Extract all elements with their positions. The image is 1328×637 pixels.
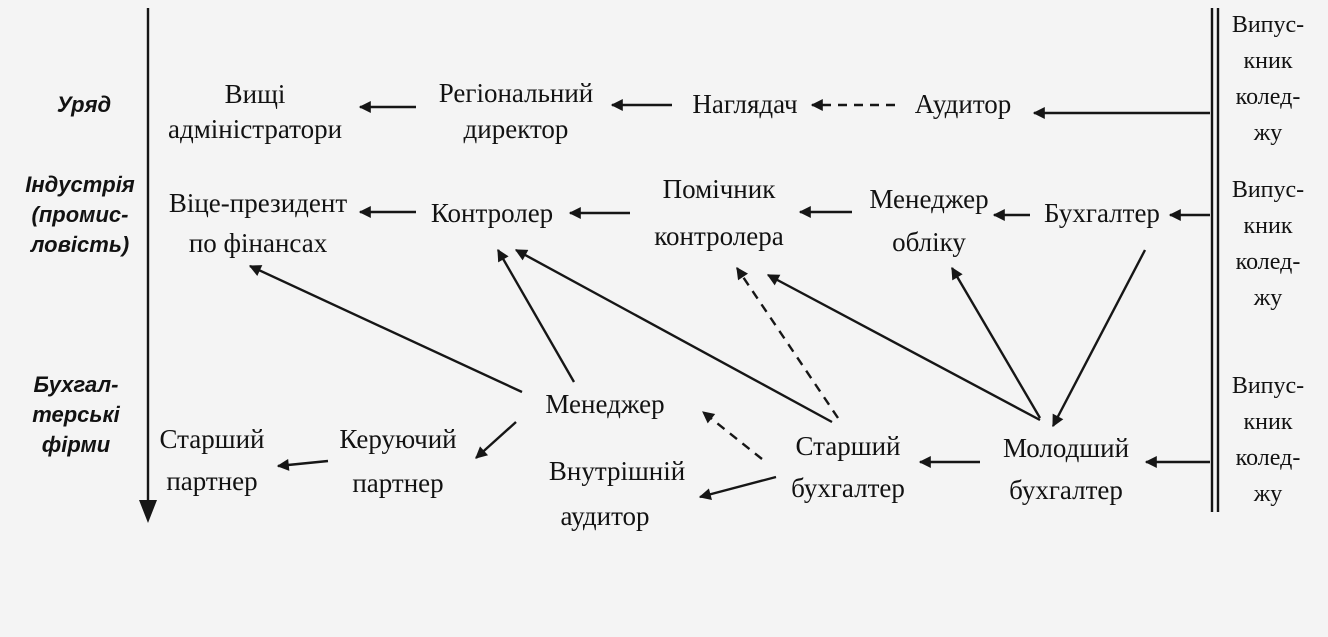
node-junior-accountant-line: Молодший — [1003, 433, 1129, 463]
link-arrow — [475, 421, 517, 459]
sector-industry-line: Індустрія — [25, 172, 135, 197]
link-arrow — [276, 458, 329, 471]
sector-firms-line: терські — [32, 402, 120, 427]
node-junior-accountant: Молодший бухгалтер — [1003, 433, 1129, 505]
sector-firms: Бухгал- терські фірми — [32, 372, 120, 457]
graduate-gov-line: кник — [1243, 48, 1292, 74]
node-manager-line: Менеджер — [545, 389, 664, 419]
node-junior-accountant-line: бухгалтер — [1009, 475, 1123, 505]
link-arrow — [1051, 249, 1147, 428]
node-regional-director-line: директор — [464, 114, 569, 144]
node-vp-finance-line: по фінансах — [189, 228, 328, 258]
graduate-industry-line: колед- — [1236, 249, 1301, 275]
node-top-admins-line: адміністратори — [168, 114, 342, 144]
node-senior-partner-line: партнер — [166, 466, 257, 496]
node-asst-controller-line: контролера — [654, 221, 783, 251]
graduate-gov-line: колед- — [1236, 84, 1301, 110]
graduate-gov-line: жу — [1253, 120, 1283, 146]
node-auditor: Аудитор — [915, 89, 1012, 119]
node-internal-auditor-line: Внутрішній — [549, 456, 685, 486]
node-top-admins: Вищі адміністратори — [168, 79, 342, 144]
graduate-gov: Випус- кник колед- жу — [1232, 12, 1304, 146]
graduate-firms: Випус- кник колед- жу — [1232, 373, 1304, 507]
node-controller: Контролер — [431, 198, 553, 228]
node-accountant: Бухгалтер — [1044, 198, 1160, 228]
graduate-industry-line: кник — [1243, 213, 1292, 239]
sector-government-line: Уряд — [57, 92, 111, 117]
node-vp-finance-line: Віце-президент — [169, 188, 347, 218]
sector-government: Уряд — [57, 92, 111, 117]
node-vp-finance: Віце-президент по фінансах — [169, 188, 347, 258]
node-managing-partner-line: Керуючий — [339, 424, 456, 454]
link-arrow — [496, 248, 576, 383]
graduate-firms-line: колед- — [1236, 445, 1301, 471]
node-asst-controller-line: Помічник — [663, 174, 777, 204]
node-senior-partner-line: Старший — [160, 424, 265, 454]
node-senior-partner: Старший партнер — [160, 424, 265, 496]
node-acct-manager-line: обліку — [892, 227, 966, 257]
node-senior-accountant: Старший бухгалтер — [791, 431, 905, 503]
sector-industry-line: ловість) — [30, 232, 129, 257]
links — [248, 99, 1210, 501]
left-axis-arrowhead — [139, 500, 157, 523]
node-supervisor: Наглядач — [692, 89, 797, 119]
graduate-industry: Випус- кник колед- жу — [1232, 177, 1304, 311]
node-managing-partner-line: партнер — [352, 468, 443, 498]
node-supervisor-line: Наглядач — [692, 89, 797, 119]
node-accountant-line: Бухгалтер — [1044, 198, 1160, 228]
graduate-firms-line: кник — [1243, 409, 1292, 435]
node-internal-auditor: Внутрішній аудитор — [549, 456, 685, 531]
node-acct-manager-line: Менеджер — [869, 184, 988, 214]
graduate-firms-line: Випус- — [1232, 373, 1304, 399]
sector-industry: Індустрія (промис- ловість) — [25, 172, 135, 257]
link-arrow — [950, 266, 1042, 419]
node-senior-accountant-line: Старший — [796, 431, 901, 461]
sector-firms-line: Бухгал- — [34, 372, 119, 397]
node-internal-auditor-line: аудитор — [560, 501, 649, 531]
graduate-firms-line: жу — [1253, 481, 1283, 507]
graduate-industry-line: жу — [1253, 285, 1283, 311]
node-controller-line: Контролер — [431, 198, 553, 228]
node-manager: Менеджер — [545, 389, 664, 419]
graduate-industry-line: Випус- — [1232, 177, 1304, 203]
node-regional-director-line: Регіональний — [439, 78, 594, 108]
sector-industry-line: (промис- — [32, 202, 129, 227]
link-arrow — [248, 264, 523, 394]
node-senior-accountant-line: бухгалтер — [791, 473, 905, 503]
link-arrow — [698, 475, 777, 501]
node-acct-manager: Менеджер обліку — [869, 184, 988, 257]
link-arrow — [736, 267, 839, 419]
link-arrow — [514, 248, 833, 424]
node-auditor-line: Аудитор — [915, 89, 1012, 119]
link-arrow — [766, 273, 1041, 422]
node-top-admins-line: Вищі — [225, 79, 286, 109]
node-managing-partner: Керуючий партнер — [339, 424, 456, 498]
node-regional-director: Регіональний директор — [439, 78, 594, 144]
graduate-gov-line: Випус- — [1232, 12, 1304, 38]
sector-firms-line: фірми — [42, 432, 111, 457]
link-arrow — [702, 411, 763, 460]
node-asst-controller: Помічник контролера — [654, 174, 783, 251]
